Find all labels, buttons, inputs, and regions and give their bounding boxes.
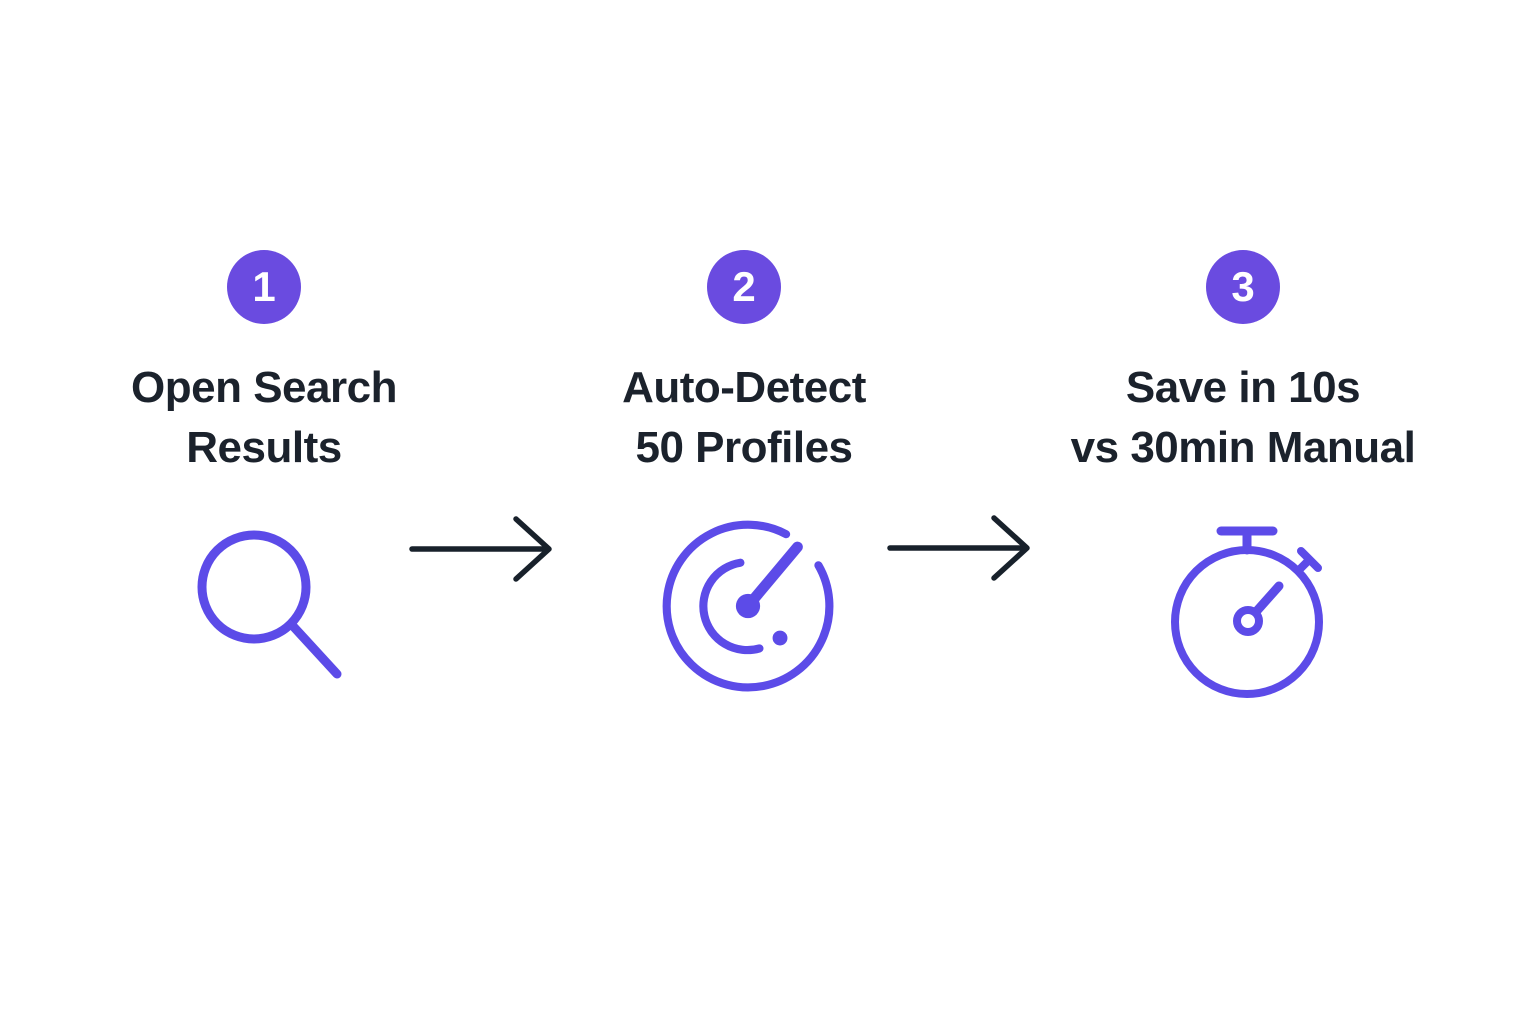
step-3-number: 3 (1231, 263, 1255, 310)
arrow-right-icon (886, 515, 1034, 581)
step-1-title-line-2: Results (186, 423, 342, 472)
step-2-title: Auto-Detect 50 Profiles (504, 358, 984, 478)
step-3-title-line-2: vs 30min Manual (1070, 423, 1416, 472)
radar-icon (658, 516, 838, 696)
step-2-title-line-1: Auto-Detect (622, 363, 866, 412)
step-1-title-line-1: Open Search (131, 363, 397, 412)
step-2-title-line-2: 50 Profiles (635, 423, 853, 472)
step-2-number-badge: 2 (707, 250, 781, 324)
stopwatch-icon (1167, 522, 1327, 702)
step-1-number: 1 (252, 263, 276, 310)
step-1-title: Open Search Results (24, 358, 504, 478)
step-2-number: 2 (732, 263, 756, 310)
step-3: 3 Save in 10s vs 30min Manual (1003, 0, 1483, 1024)
step-2: 2 Auto-Detect 50 Profiles (504, 0, 984, 1024)
step-3-number-badge: 3 (1206, 250, 1280, 324)
step-3-title: Save in 10s vs 30min Manual (1003, 358, 1483, 478)
arrow-right-icon (408, 516, 556, 582)
step-3-title-line-1: Save in 10s (1125, 363, 1361, 412)
step-1-number-badge: 1 (227, 250, 301, 324)
search-icon (195, 530, 345, 680)
step-1: 1 Open Search Results (24, 0, 504, 1024)
